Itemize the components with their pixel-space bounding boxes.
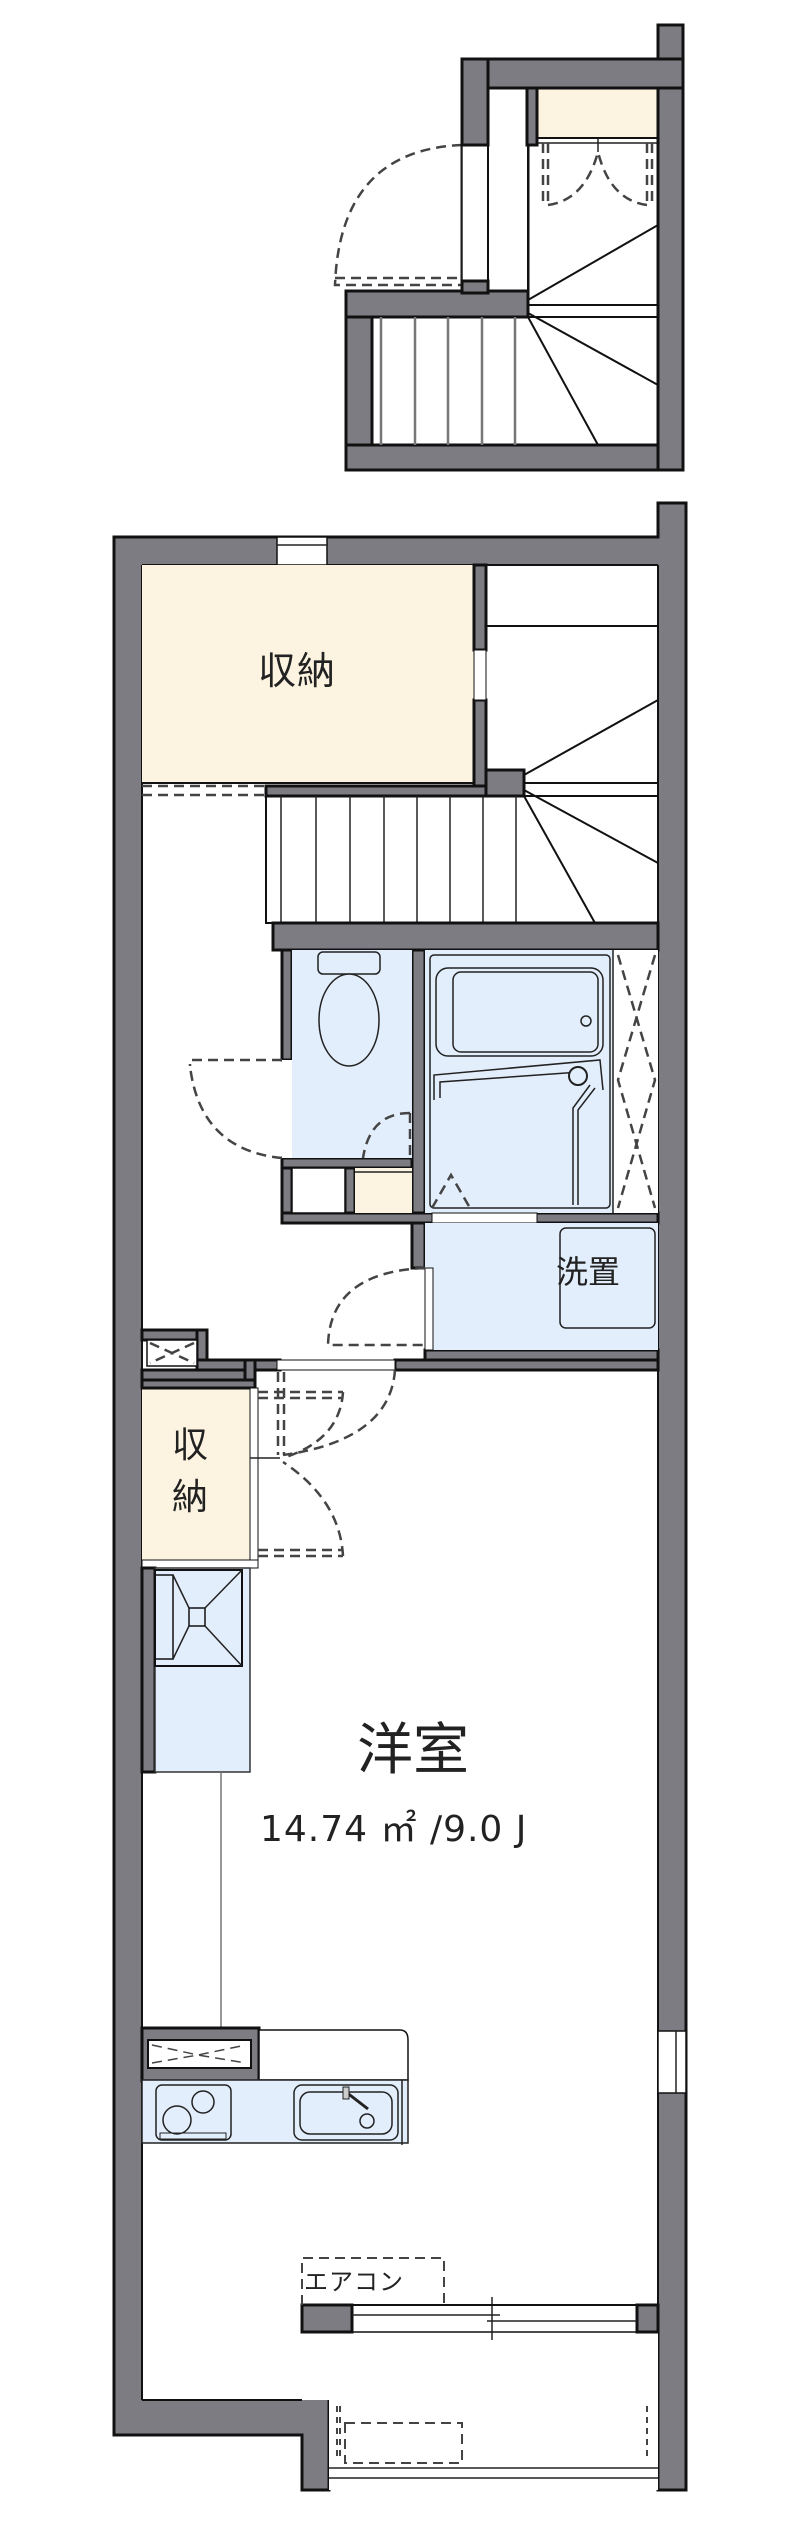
storage-entry-label: 収納: [172, 1425, 209, 1518]
storage-entry: [142, 1388, 250, 1560]
loft-plan: [333, 23, 685, 472]
toilet-icon: [318, 973, 380, 1067]
storage-upper: [142, 565, 474, 783]
air-conditioner-outline: [301, 2257, 445, 2305]
main-room-area: 14.74 ㎡ /9.0 J: [260, 1809, 528, 1850]
air-conditioner-label: エアコン: [304, 2268, 404, 2296]
balcony: [300, 2297, 660, 2479]
loft-stairs: [379, 224, 659, 446]
main-floor-plan: [112, 501, 688, 2492]
washing-machine-label: 洗置: [556, 1253, 621, 1291]
washing-machine-space: [559, 1227, 656, 1329]
wash-room: [326, 1223, 658, 1351]
unit-bath: [425, 950, 613, 1224]
kitchen-stove: [155, 2084, 232, 2141]
main-room-label: 洋室: [357, 1718, 469, 1783]
kitchen-sink: [293, 2084, 399, 2141]
storage-upper-label: 収納: [258, 649, 337, 693]
main-stairs: [264, 625, 659, 924]
toilet-room: [292, 950, 412, 1159]
